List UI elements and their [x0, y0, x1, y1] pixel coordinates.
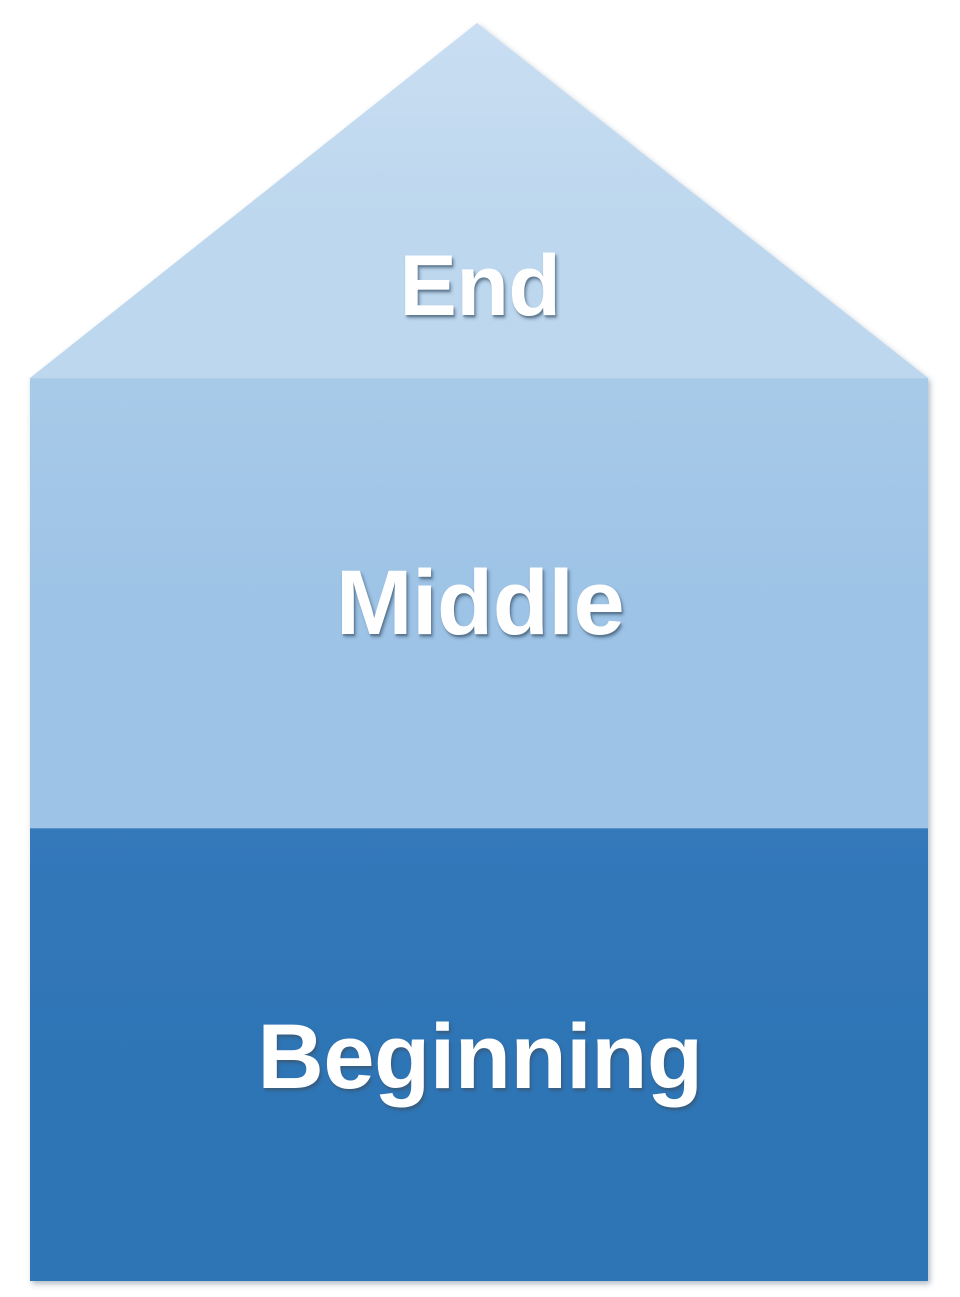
segment-end-shape[interactable]	[30, 23, 928, 378]
segment-beginning-shape[interactable]	[30, 828, 928, 1281]
segment-middle-shape[interactable]	[30, 378, 928, 828]
